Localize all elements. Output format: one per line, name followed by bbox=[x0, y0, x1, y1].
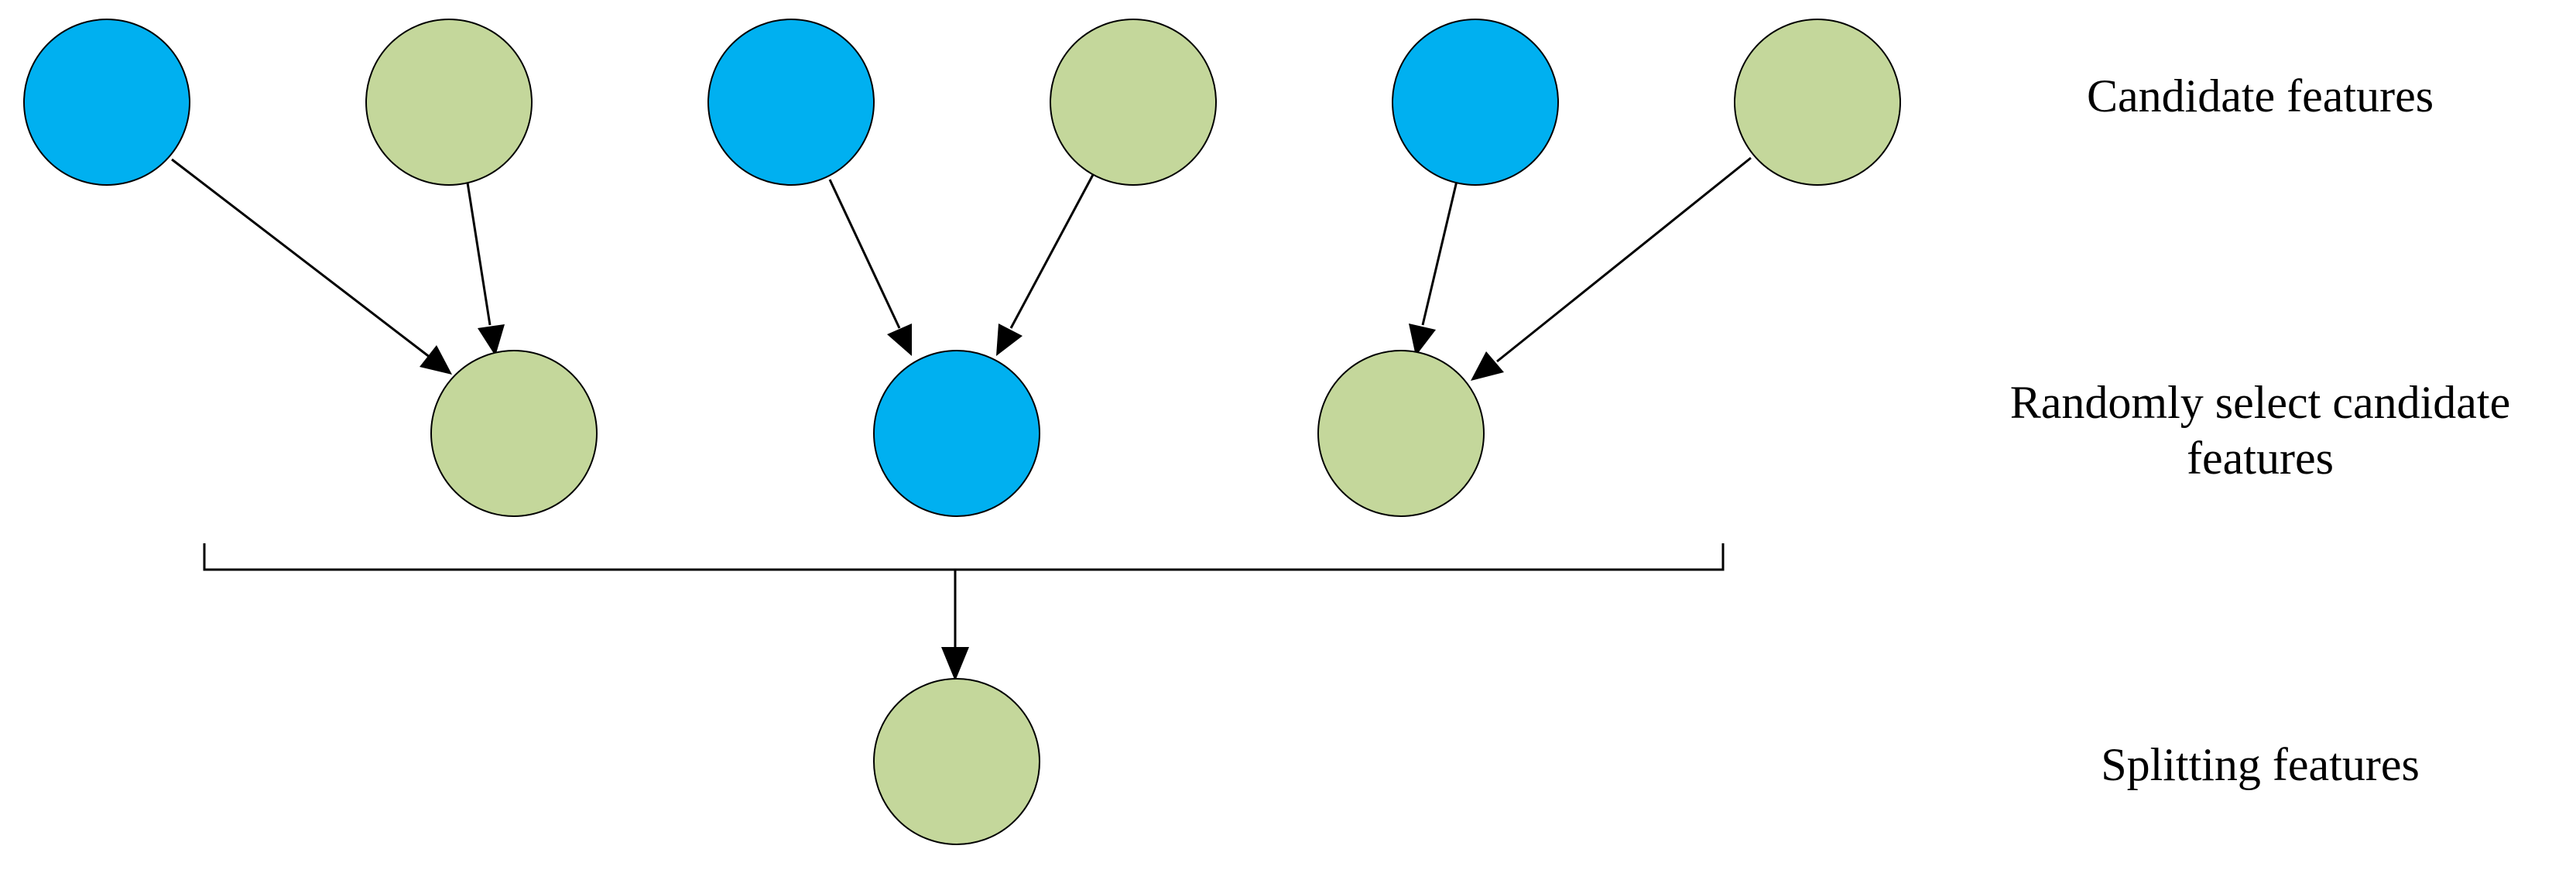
selected-node-3 bbox=[1317, 350, 1485, 517]
candidate-node-5 bbox=[1392, 19, 1559, 186]
arrow-c5-s3 bbox=[1421, 180, 1458, 326]
arrowhead-c2-s1 bbox=[478, 324, 505, 356]
merge-bracket bbox=[203, 543, 1725, 571]
arrowhead-bracket-split bbox=[941, 647, 969, 681]
arrow-c1-s1 bbox=[171, 158, 431, 359]
arrow-c3-s2 bbox=[828, 179, 901, 329]
candidate-features-text: Candidate features bbox=[2086, 70, 2434, 122]
splitting-features-text: Splitting features bbox=[2101, 739, 2420, 790]
arrowhead-c5-s3 bbox=[1409, 324, 1436, 356]
candidate-node-1 bbox=[23, 19, 190, 186]
splitting-node bbox=[873, 678, 1040, 845]
arrow-c6-s3 bbox=[1496, 156, 1752, 363]
random-select-text-line2: features bbox=[2187, 433, 2334, 484]
arrowhead-c3-s2 bbox=[887, 324, 912, 356]
candidate-features-label: Candidate features bbox=[1982, 68, 2539, 124]
candidate-node-4 bbox=[1050, 19, 1217, 186]
candidate-node-3 bbox=[707, 19, 875, 186]
candidate-node-2 bbox=[365, 19, 533, 186]
arrowhead-c6-s3 bbox=[1471, 351, 1504, 381]
arrowhead-c1-s1 bbox=[420, 345, 452, 375]
arrowhead-c4-s2 bbox=[996, 324, 1023, 356]
arrow-c4-s2 bbox=[1009, 173, 1095, 329]
random-select-label: Randomly select candidate features bbox=[1889, 375, 2576, 486]
selected-node-1 bbox=[430, 350, 598, 517]
candidate-node-6 bbox=[1734, 19, 1901, 186]
splitting-features-label: Splitting features bbox=[1982, 737, 2539, 793]
selected-node-2 bbox=[873, 350, 1040, 517]
random-select-text-line1: Randomly select candidate bbox=[2009, 377, 2511, 428]
arrow-c2-s1 bbox=[466, 182, 492, 326]
